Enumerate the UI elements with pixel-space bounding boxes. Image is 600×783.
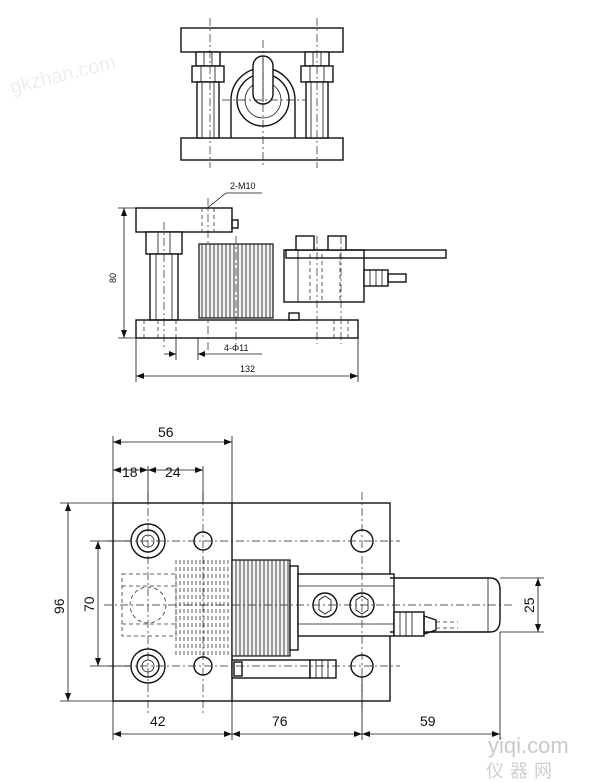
thread-label: 2-M10: [230, 181, 256, 191]
end-elevation-view: [180, 18, 344, 168]
end-top-plate: [180, 27, 344, 53]
end-bottom-plate: [180, 137, 344, 161]
side-nut-2: [327, 235, 347, 251]
plan-height-outer-label: 96: [51, 598, 67, 614]
thread-leader: [205, 192, 227, 210]
plan-offset-a-label: 18: [122, 464, 138, 480]
side-base-plate: [135, 319, 359, 339]
side-top-plate: [135, 207, 233, 233]
side-watermark: gkzhan.com: [8, 51, 118, 98]
plan-bottom-mid-label: 76: [272, 713, 288, 729]
plan-bottom-right-label: 59: [420, 713, 436, 729]
corner-watermark-latin: yiqi.com: [488, 733, 569, 758]
plan-cable: [231, 659, 311, 679]
end-left-nut: [195, 51, 221, 67]
height-label: 80: [108, 273, 118, 283]
plan-view: 56 18 24 96 70 4: [51, 424, 544, 740]
corner-watermark-cjk: 仪器网: [486, 761, 558, 782]
plan-tab-width-label: 25: [521, 597, 537, 613]
hole-label: 4-Φ11: [224, 343, 249, 353]
side-nut-1: [295, 235, 315, 251]
plan-offset-b-label: 24: [165, 464, 181, 480]
plan-height-inner-label: 70: [81, 596, 97, 612]
plan-width-top-label: 56: [158, 424, 174, 440]
plan-bellows: [231, 559, 291, 657]
end-left-spacer: [196, 81, 220, 139]
side-elevation-view: 2-M10 80 4-Φ11 132: [108, 181, 447, 382]
plan-cable-gland: [393, 611, 425, 637]
plan-bottom-left-label: 42: [150, 713, 166, 729]
length-label: 132: [240, 364, 255, 374]
end-left-hex: [191, 65, 225, 83]
side-arm: [285, 249, 447, 259]
